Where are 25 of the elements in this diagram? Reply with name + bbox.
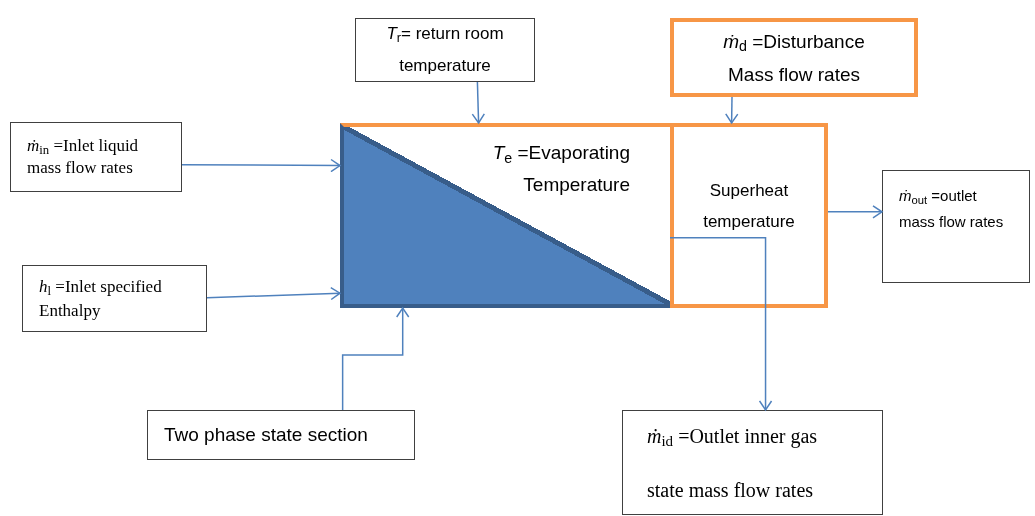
input-box bbox=[355, 18, 535, 82]
input-box bbox=[22, 265, 207, 332]
arrow bbox=[181, 158, 341, 173]
arrow bbox=[827, 205, 883, 219]
arrow bbox=[206, 286, 341, 301]
evaporating-section bbox=[340, 123, 670, 308]
arrow bbox=[341, 307, 410, 411]
node-label: h$_{l}$ =Inlet specified Enthalpy bbox=[39, 275, 163, 322]
output-box bbox=[622, 410, 883, 515]
node-label: ṁ$_{d}$ =Disturbance Mass flow rates bbox=[722, 29, 866, 87]
arrow bbox=[471, 81, 486, 124]
disturbance-box bbox=[670, 18, 918, 97]
section-label-box bbox=[147, 410, 415, 460]
output-box bbox=[882, 170, 1030, 283]
superheat-box bbox=[670, 123, 828, 308]
arrow bbox=[669, 236, 773, 411]
node-label: ṁ$_{in}$ =Inlet liquid mass flow rates bbox=[27, 135, 140, 179]
node-label: ṁ$_{out}$ =outlet mass flow rates bbox=[899, 186, 1005, 232]
input-box bbox=[10, 122, 182, 192]
node-label: T$_{r}$= return room temperature bbox=[385, 23, 505, 77]
node-label: ṁ$_{id}$ =Outlet inner gas state mass flow rates bbox=[647, 423, 819, 503]
node-label: Two phase state section bbox=[164, 422, 368, 447]
arrow bbox=[725, 96, 739, 124]
node-label: Superheat temperature bbox=[702, 180, 796, 233]
node-label: T$_{e}$ =Evaporating Temperature bbox=[491, 141, 630, 197]
